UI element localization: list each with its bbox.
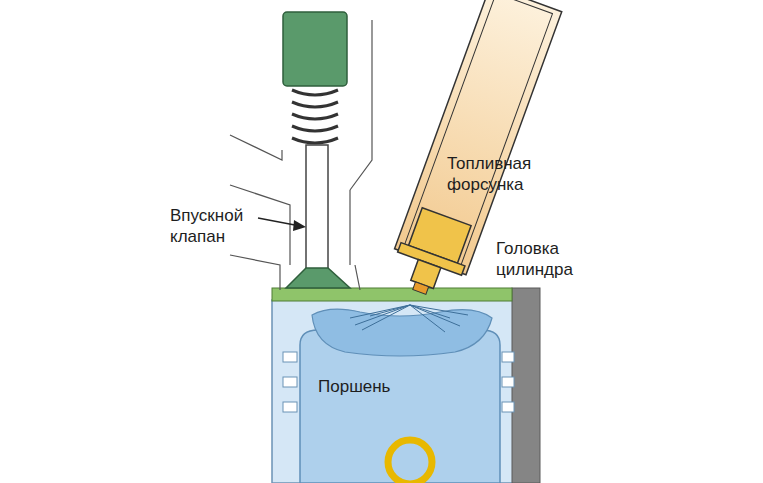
valve-head	[286, 268, 350, 288]
valve-spring-cap	[283, 12, 347, 86]
cylinder-head	[272, 288, 512, 301]
wrist-pin	[388, 440, 432, 483]
fuel-spray	[350, 305, 468, 332]
part-label: Головка цилиндра	[496, 238, 596, 280]
cylinder-wall	[512, 288, 540, 483]
part-label: Поршень	[318, 376, 418, 397]
part-label: Впускной клапан	[170, 205, 262, 247]
ring-grooves	[283, 352, 514, 412]
valve-stem	[306, 145, 328, 270]
cylinder-block	[272, 300, 518, 483]
fuel-injector	[384, 0, 562, 305]
part-label: Топливная форсунка	[447, 153, 542, 195]
combustion-bowl	[312, 309, 492, 356]
valve-spring	[292, 90, 338, 143]
arrowhead	[293, 220, 306, 231]
